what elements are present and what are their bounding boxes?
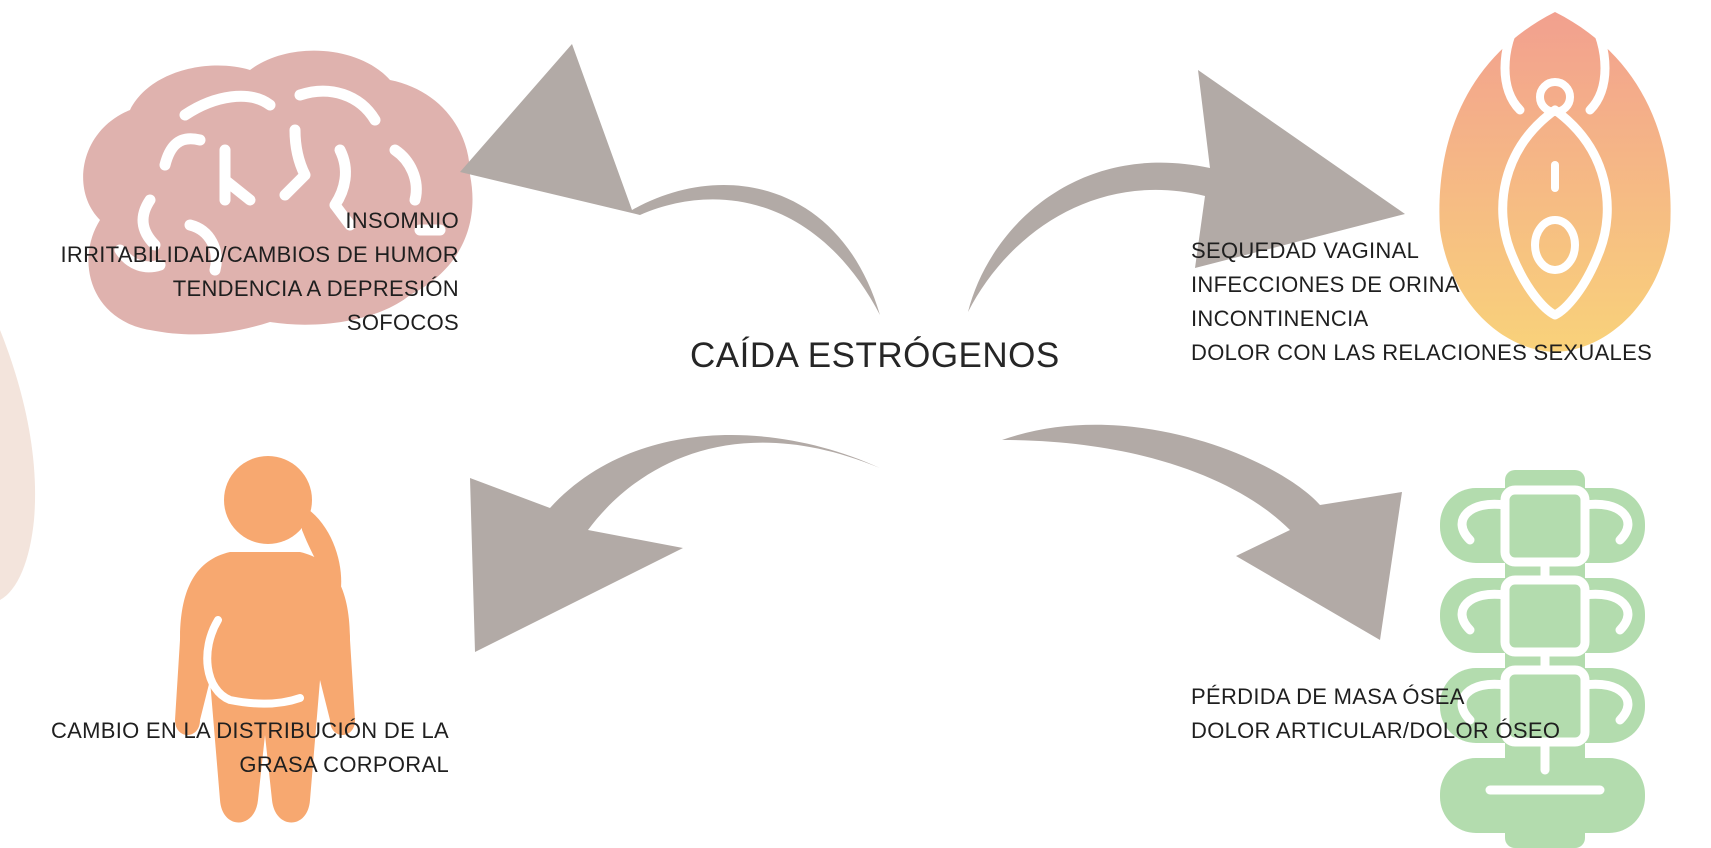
vaginal-symptoms: SEQUEDAD VAGINAL INFECCIONES DE ORINA IN… <box>1191 234 1652 370</box>
woman-body-icon <box>175 456 355 823</box>
symptom-line: DOLOR ARTICULAR/DOLOR ÓSEO <box>1191 718 1561 743</box>
vulva-icon <box>1439 10 1671 352</box>
body-symptoms: CAMBIO EN LA DISTRIBUCIÓN DE LA GRASA CO… <box>51 714 449 782</box>
brain-icon <box>83 50 473 335</box>
brain-symptoms: INSOMNIO IRRITABILIDAD/CAMBIOS DE HUMOR … <box>60 204 459 340</box>
spine-icon <box>1440 470 1645 848</box>
symptom-line: SOFOCOS <box>346 310 459 335</box>
symptom-line: CAMBIO EN LA DISTRIBUCIÓN DE LA <box>50 718 449 743</box>
center-title: CAÍDA ESTRÓGENOS <box>690 336 1060 375</box>
symptom-line: TENDENCIA A DEPRESIÓN <box>172 276 459 301</box>
arrow-to-vagina <box>968 70 1405 312</box>
symptom-line: INFECCIONES DE ORINA <box>1191 272 1460 297</box>
symptom-line: PÉRDIDA DE MASA ÓSEA <box>1191 684 1465 709</box>
symptom-line: IRRITABILIDAD/CAMBIOS DE HUMOR <box>60 242 459 267</box>
arrow-to-brain <box>460 44 880 315</box>
symptom-line: INCONTINENCIA <box>1191 306 1369 331</box>
symptom-line: INSOMNIO <box>345 208 459 233</box>
arrow-to-body <box>470 435 880 652</box>
symptom-line: GRASA CORPORAL <box>239 752 449 777</box>
partial-figure-shape <box>0 330 36 600</box>
symptom-line: SEQUEDAD VAGINAL <box>1191 238 1420 263</box>
symptom-line: DOLOR CON LAS RELACIONES SEXUALES <box>1191 340 1653 365</box>
arrow-to-spine <box>1002 424 1402 640</box>
bone-symptoms: PÉRDIDA DE MASA ÓSEA DOLOR ARTICULAR/DOL… <box>1191 680 1560 748</box>
